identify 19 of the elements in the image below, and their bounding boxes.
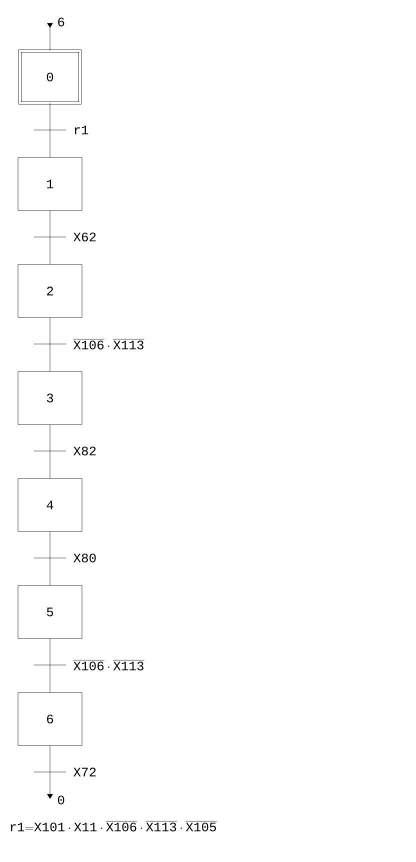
transition-condition: X62 <box>73 232 96 242</box>
transition-condition: $\overline{\mathtt{X106}}\cdot\overline{\mathtt{X113}}$ <box>73 660 144 670</box>
transition-condition: r1 <box>74 126 88 134</box>
step-box: 5 <box>18 585 82 639</box>
transition-condition: X72 <box>73 768 96 776</box>
step-reference: 6 <box>58 18 64 26</box>
step-box: 4 <box>18 478 82 532</box>
step-box: 6 <box>18 692 82 746</box>
exit-arrow <box>47 746 53 799</box>
transition-condition: X80 <box>73 554 96 562</box>
transition-condition: X82 <box>73 446 96 456</box>
initial-arrow <box>47 23 53 51</box>
step-box: 3 <box>18 371 82 425</box>
initial-step-box: 0 <box>18 50 82 104</box>
step-box: 1 <box>18 157 82 211</box>
condition-equation: $\mathtt{r1{=}X101}\cdot\mathtt{X11}\cdot\overline{\mathtt{X106}}\cdot\overline{\mathtt{X113}}\cdot\overline{\mathtt{X105}}$ <box>10 821 217 832</box>
step-reference: 0 <box>58 796 64 804</box>
step-box: 2 <box>18 264 82 318</box>
transition-condition: $\overline{\mathtt{X106}}\cdot\overline{\mathtt{X113}}$ <box>73 339 144 350</box>
